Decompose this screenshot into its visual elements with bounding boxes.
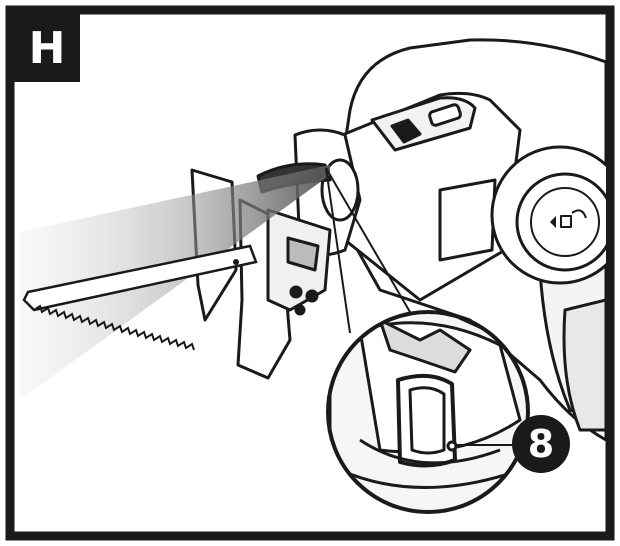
step-letter-badge: H [14, 14, 80, 82]
unlock-arrow-icon [550, 216, 556, 228]
callout-number-badge: 8 [512, 415, 570, 473]
led-light-beam [20, 165, 330, 400]
saw-body [293, 38, 606, 442]
zoom-line [325, 167, 351, 334]
zoom-line [325, 167, 411, 313]
magnifier-ring [326, 310, 530, 514]
saw-blade [22, 244, 258, 351]
